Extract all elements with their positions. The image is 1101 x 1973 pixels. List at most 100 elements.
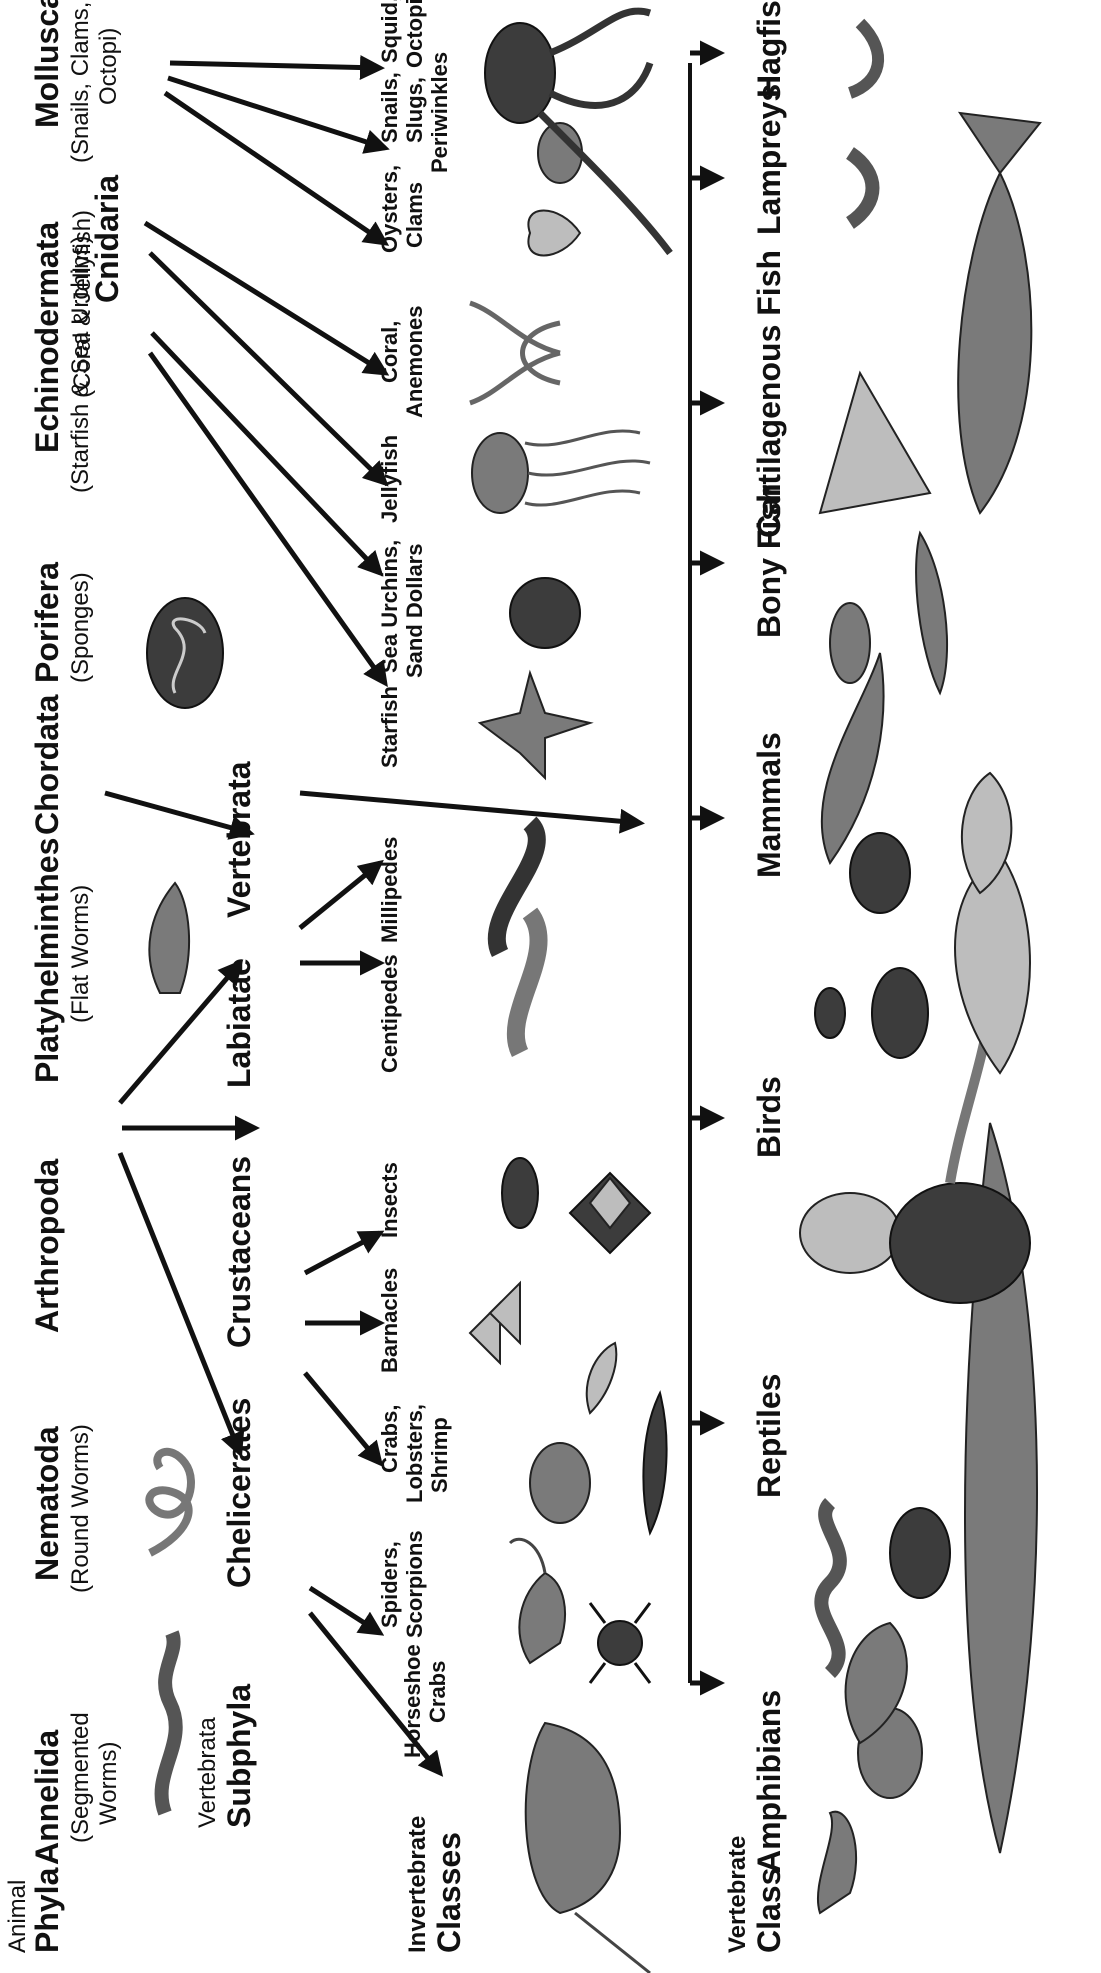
class-sea-urchins-1: Sea Urchins, bbox=[377, 540, 402, 673]
class-squid-1: Squid, bbox=[377, 0, 402, 63]
arrow-mollusca-snails bbox=[168, 78, 385, 148]
class-oysters-1: Oysters, bbox=[377, 165, 402, 253]
phyla-header-line2: Phyla bbox=[29, 1867, 65, 1953]
class-sea-urchins-2: Sand Dollars bbox=[402, 544, 427, 678]
scorpion-icon bbox=[510, 1539, 565, 1663]
invertebrate-illustrations bbox=[470, 11, 670, 1973]
stingray-icon bbox=[820, 373, 930, 513]
phylum-cnidaria-sub: (Coral & Jellyfish) bbox=[69, 210, 96, 398]
class-crabs-1: Crabs, bbox=[377, 1405, 402, 1473]
class-squid-2: Octopi bbox=[402, 0, 427, 68]
class-crabs-3: Shrimp bbox=[427, 1417, 452, 1493]
hagfish-icon bbox=[850, 23, 878, 93]
class-horseshoe-1: Horseshoe bbox=[400, 1644, 425, 1758]
phylum-chordata: Chordata bbox=[29, 694, 65, 835]
invertebrate-header-line2: Classes bbox=[431, 1832, 467, 1953]
dolphin-icon bbox=[822, 653, 884, 863]
jellyfish-icon bbox=[472, 431, 650, 513]
perch-icon bbox=[830, 603, 870, 683]
vertebrate-classes-row: Vertebrate Class Amphibians Reptiles Bir… bbox=[724, 0, 787, 1953]
turtle-icon bbox=[890, 1508, 950, 1598]
phylum-platyhelminthes: Platyhelminthes bbox=[29, 838, 65, 1083]
phylum-annelida-sub1: (Segmented bbox=[67, 1712, 94, 1843]
lobster-icon bbox=[643, 1393, 666, 1533]
phyla-row: Animal Phyla Annelida (Segmented Worms) … bbox=[4, 0, 125, 1953]
rotated-diagram-group: Animal Phyla Annelida (Segmented Worms) … bbox=[4, 0, 1040, 1973]
phylum-nematoda-sub: (Round Worms) bbox=[67, 1424, 94, 1593]
phylum-annelida-sub2: Worms) bbox=[95, 1741, 122, 1825]
crab-icon bbox=[530, 1443, 590, 1523]
vclass-birds: Birds bbox=[751, 1076, 787, 1158]
scallop-icon bbox=[528, 211, 580, 256]
phylum-annelida: Annelida bbox=[29, 1730, 65, 1865]
phyla-illustrations bbox=[147, 598, 223, 1813]
butterfly-icon bbox=[570, 1173, 650, 1253]
class-centipedes: Centipedes bbox=[377, 954, 402, 1073]
class-snails-1: Snails, bbox=[377, 72, 402, 143]
salamander-icon bbox=[818, 1812, 856, 1913]
phylum-echinodermata: Echinodermata bbox=[29, 222, 65, 453]
class-insects: Insects bbox=[377, 1162, 402, 1238]
octopus-icon bbox=[485, 11, 670, 253]
class-horseshoe-2: Crabs bbox=[425, 1661, 450, 1723]
phyla-header-line1: Animal bbox=[4, 1880, 31, 1953]
round-worm-icon bbox=[149, 1452, 191, 1553]
sea-urchin-icon bbox=[510, 578, 580, 648]
chimpanzee-icon bbox=[850, 833, 910, 913]
owl-icon bbox=[800, 1193, 900, 1273]
penguin-icon bbox=[872, 968, 928, 1058]
coral-icon bbox=[470, 303, 560, 403]
vclass-reptiles: Reptiles bbox=[751, 1374, 787, 1498]
phylum-porifera-sub: (Sponges) bbox=[67, 572, 94, 683]
beetle-icon bbox=[502, 1158, 538, 1228]
class-millipedes: Millipedes bbox=[377, 837, 402, 943]
phylum-mollusca-sub1: (Snails, Clams, bbox=[67, 2, 94, 163]
flatworm-icon bbox=[149, 883, 189, 993]
class-oysters-2: Clams bbox=[402, 182, 427, 248]
arrow-labiatae-millipedes bbox=[300, 863, 380, 928]
subphyla-row: Vertebrata Subphyla Chelicerates Crustac… bbox=[194, 761, 257, 1828]
vertebrate-illustrations bbox=[800, 23, 1040, 1913]
vclass-hagfish: Hagfish bbox=[751, 0, 787, 98]
vertebrate-spine bbox=[690, 53, 720, 1683]
invertebrate-header-line1: Invertebrate bbox=[404, 1816, 431, 1953]
subphylum-crustaceans: Crustaceans bbox=[221, 1156, 257, 1348]
subphyla-header-line1: Vertebrata bbox=[194, 1717, 221, 1828]
arrow-crustaceans-crabs bbox=[305, 1373, 380, 1463]
class-spiders-1: Spiders, bbox=[377, 1541, 402, 1628]
arrow-mollusca-oysters bbox=[165, 93, 385, 243]
phylum-arthropoda: Arthropoda bbox=[29, 1159, 65, 1333]
lamprey-icon bbox=[850, 153, 873, 223]
phylum-mollusca-sub2: Octopi) bbox=[95, 28, 122, 105]
shark-icon bbox=[958, 113, 1040, 513]
segmented-worm-icon bbox=[162, 1633, 176, 1813]
barnacle-icon bbox=[470, 1283, 520, 1363]
arrow-cnidaria-coral bbox=[145, 223, 385, 373]
snake-icon bbox=[821, 1503, 840, 1673]
class-jellyfish: Jellyfish bbox=[377, 435, 402, 523]
centipede-icon bbox=[516, 913, 539, 1053]
vertebrate-header-line2: Class bbox=[751, 1868, 787, 1953]
class-coral-2: Anemones bbox=[402, 306, 427, 418]
class-crabs-2: Lobsters, bbox=[402, 1404, 427, 1503]
subphylum-vertebrata: Vertebrata bbox=[221, 761, 257, 918]
vclass-mammals: Mammals bbox=[751, 732, 787, 878]
phylum-mollusca: Mollusca bbox=[29, 0, 65, 128]
phylum-porifera: Porifera bbox=[29, 562, 65, 683]
class-spiders-2: Scorpions bbox=[402, 1530, 427, 1638]
class-barnacles: Barnacles bbox=[377, 1268, 402, 1373]
arrow-crustaceans-insects bbox=[305, 1233, 380, 1273]
class-snails-3: Periwinkles bbox=[427, 52, 452, 173]
kangaroo-icon bbox=[955, 853, 1030, 1073]
vclass-cartilagenous-fish: Cartilagenous Fish bbox=[751, 250, 787, 538]
pike-icon bbox=[916, 533, 947, 693]
vertebrate-header-line1: Vertebrate bbox=[724, 1836, 751, 1953]
starfish-icon bbox=[480, 673, 590, 778]
class-coral-1: Coral, bbox=[377, 321, 402, 383]
invertebrate-classes-row: Invertebrate Classes Horseshoe Crabs Spi… bbox=[377, 0, 467, 1953]
subphylum-arrows bbox=[300, 793, 640, 1773]
spider-icon bbox=[590, 1603, 650, 1683]
phylum-platyhelminthes-sub: (Flat Worms) bbox=[67, 885, 94, 1023]
horseshoe-crab-icon bbox=[526, 1723, 650, 1973]
